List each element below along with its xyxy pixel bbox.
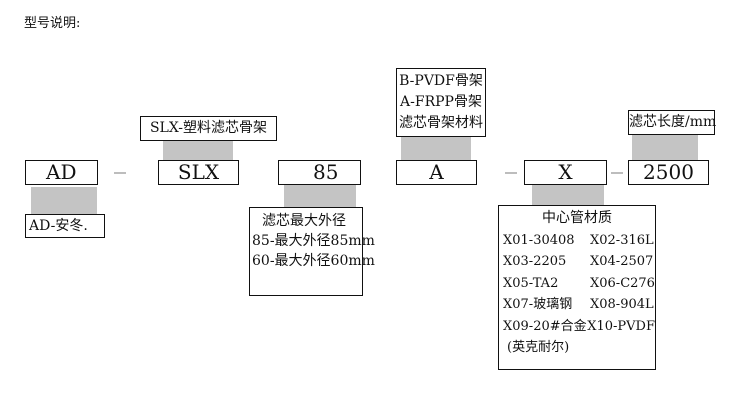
code-frame: A (396, 160, 477, 185)
ad-connector-bar (31, 187, 97, 214)
code-length: 2500 (628, 160, 709, 185)
material-code: X01-30408 (503, 232, 575, 248)
material-code: X02-316L (590, 232, 654, 248)
frame-connector-bar (401, 137, 471, 161)
material-code: X03-2205 (503, 254, 567, 269)
material-code: X07-玻璃钢 (503, 297, 573, 312)
code-diameter: 85 (278, 160, 361, 185)
material-row: X07-玻璃钢 X08-904L (499, 294, 655, 316)
separator-dash-3 (611, 172, 623, 174)
code-material: X (524, 160, 607, 185)
diameter-info-line: 60-最大外径60mm (252, 253, 375, 269)
material-code: X05-TA2 (503, 275, 559, 291)
material-code: X09-20#合金 (503, 318, 587, 334)
diameter-info-box: 滤芯最大外径 85-最大外径85mm 60-最大外径60mm (249, 207, 375, 296)
slx-connector-bar (163, 141, 233, 161)
code-ad: AD (25, 160, 98, 185)
separator-dash-1 (114, 172, 126, 174)
material-footnote: (英克耐尔) (507, 340, 570, 355)
material-row: X09-20#合金 X10-PVDF (499, 316, 655, 338)
frame-info-line: A-FRPP骨架 (400, 94, 482, 110)
code-slx: SLX (158, 160, 239, 185)
material-code: X08-904L (590, 297, 654, 312)
material-info-heading: 中心管材质 (542, 210, 612, 226)
material-row: X01-30408 X02-316L (499, 230, 655, 252)
diameter-info-heading: 滤芯最大外径 (262, 213, 346, 229)
material-code: X04-2507 (590, 254, 654, 269)
frame-info-box: B-PVDF骨架 A-FRPP骨架 滤芯骨架材料 (396, 68, 486, 137)
diameter-info-line: 85-最大外径85mm (252, 233, 375, 249)
label-ad: AD-安冬. (25, 214, 105, 238)
frame-info-line: 滤芯骨架材料 (399, 115, 483, 131)
material-row: X03-2205 X04-2507 (499, 251, 655, 273)
material-code: X06-C276 (590, 275, 655, 291)
frame-info-line: B-PVDF骨架 (399, 73, 483, 89)
separator-dash-2 (505, 172, 517, 174)
diameter-connector-bar (284, 185, 356, 207)
material-code: X10-PVDF (587, 318, 655, 334)
material-connector-bar (532, 185, 604, 205)
label-slx: SLX-塑料滤芯骨架 (140, 116, 277, 141)
material-info-box: 中心管材质 X01-30408 X02-316L X03-2205 X04-25… (498, 205, 656, 370)
page-title: 型号说明: (24, 16, 81, 31)
length-connector-bar (632, 135, 698, 161)
label-length: 滤芯长度/mm (628, 110, 716, 135)
material-row: X05-TA2 X06-C276 (499, 273, 655, 295)
